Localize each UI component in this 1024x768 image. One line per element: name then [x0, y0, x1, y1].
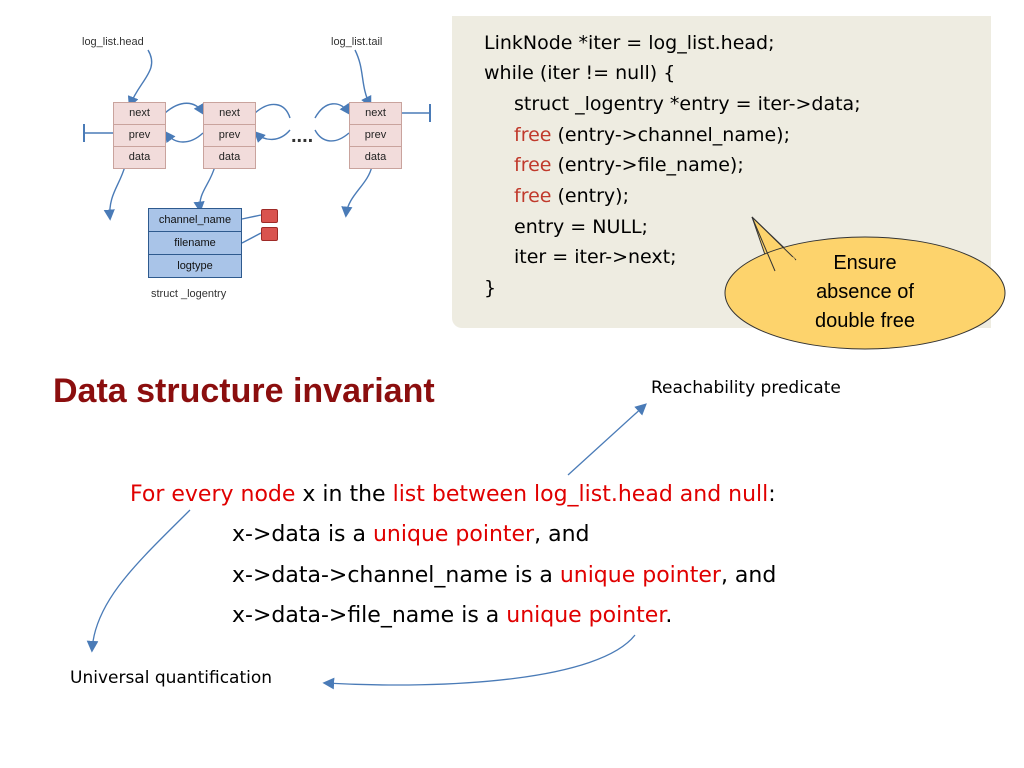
code-line-8: iter = iter->next;: [514, 246, 677, 268]
struct-field-channel-name: channel_name: [149, 209, 241, 232]
node-field-data: data: [364, 151, 387, 163]
struct-field-logtype: logtype: [177, 260, 213, 272]
head-label: log_list.head: [82, 36, 144, 48]
code-line-5: free (entry->file_name);: [514, 154, 744, 176]
reachability-annotation: Reachability predicate: [651, 378, 841, 398]
node-field-prev: prev: [114, 125, 165, 147]
node-field-next: next: [350, 103, 401, 125]
invariant-line-4: x->data->file_name is a unique pointer.: [232, 603, 673, 628]
diagram-connectors: [83, 49, 431, 244]
filename-block: [261, 227, 278, 241]
universal-arrow-left: [86, 509, 191, 653]
tail-label: log_list.tail: [331, 36, 383, 48]
code-line-9: }: [484, 277, 497, 299]
linked-list-diagram: log_list.head log_list.tail next prev da…: [0, 0, 450, 320]
tail-pointer-arrow: [354, 49, 372, 108]
code-line-6: free (entry);: [514, 185, 629, 207]
invariant-line-1: For every node x in the list between log…: [130, 482, 776, 507]
node-field-data: data: [218, 151, 241, 163]
bubble-line-3: double free: [814, 310, 916, 332]
free-keyword: free: [514, 154, 552, 176]
logentry-struct: channel_name filename logtype: [148, 208, 242, 278]
node-field-next: next: [204, 103, 255, 125]
invariant-line-2: x->data is a unique pointer, and: [232, 522, 590, 547]
node-field-prev: prev: [350, 125, 401, 147]
annotation-arrows: [86, 403, 647, 690]
bubble-text: Ensure absence of double free: [770, 249, 960, 336]
list-node-2: next prev data: [203, 102, 256, 169]
speech-bubble: [724, 216, 1006, 350]
node-field-prev: prev: [204, 125, 255, 147]
universal-annotation: Universal quantification: [70, 668, 273, 688]
universal-arrow-right: [322, 634, 636, 690]
code-line-7: entry = NULL;: [514, 216, 648, 238]
node-field-next: next: [114, 103, 165, 125]
free-keyword: free: [514, 185, 552, 207]
list-node-1: next prev data: [113, 102, 166, 169]
channel-name-block: [261, 209, 278, 223]
struct-field-filename: filename: [149, 232, 241, 255]
struct-caption: struct _logentry: [151, 288, 227, 300]
invariant-line-3: x->data->channel_name is a unique pointe…: [232, 563, 777, 588]
head-pointer-arrow: [127, 49, 153, 108]
code-line-3: struct _logentry *entry = iter->data;: [514, 93, 861, 115]
slide-title: Data structure invariant: [53, 372, 435, 410]
ellipsis: ....: [291, 125, 314, 147]
node-field-data: data: [128, 151, 151, 163]
free-keyword: free: [514, 124, 552, 146]
list-node-tail: next prev data: [349, 102, 402, 169]
code-line-1: LinkNode *iter = log_list.head;: [484, 32, 775, 54]
code-line-2: while (iter != null) {: [484, 62, 676, 84]
reachability-arrow: [567, 403, 647, 476]
bubble-line-2: absence of: [816, 281, 914, 303]
bubble-line-1: Ensure: [833, 252, 897, 274]
code-line-4: free (entry->channel_name);: [514, 124, 790, 146]
